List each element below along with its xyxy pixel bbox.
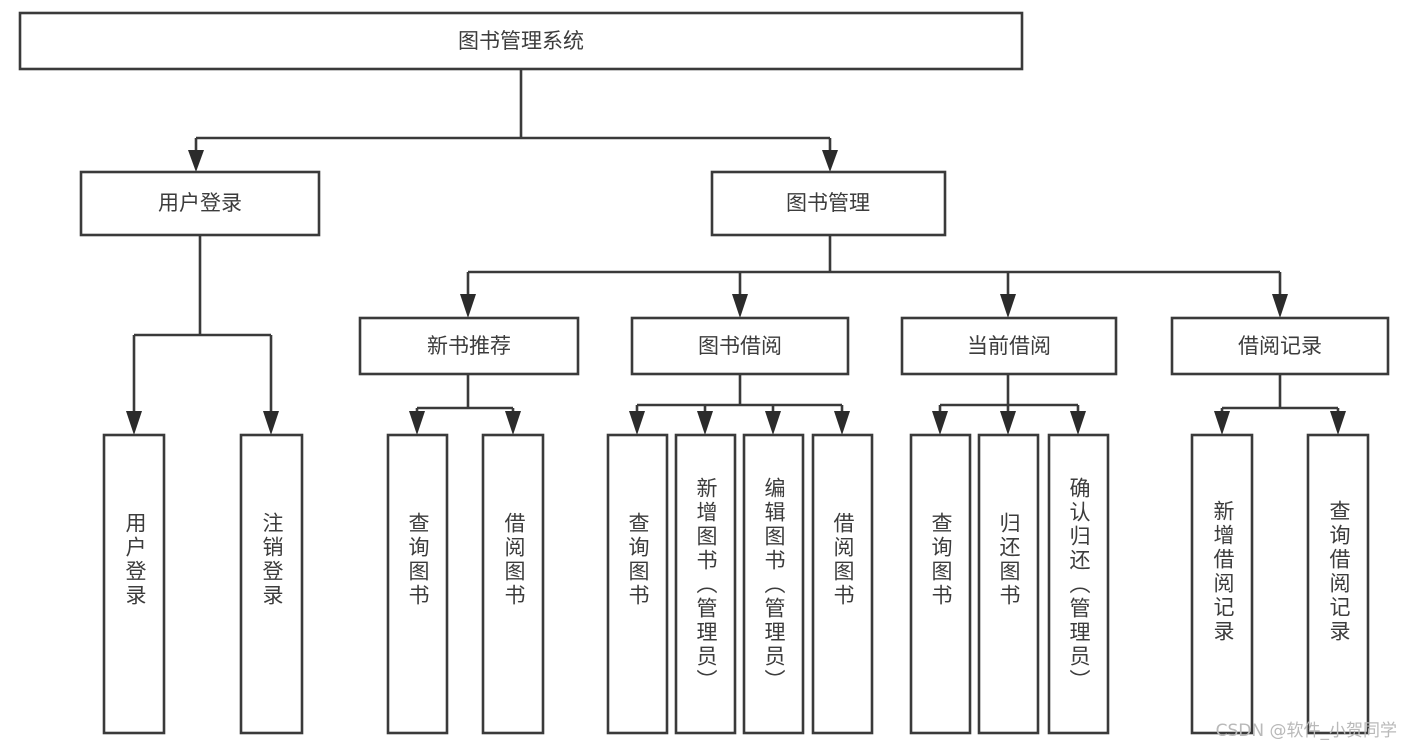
leaf-node-records-add-box[interactable]	[1190, 433, 1254, 735]
arrow-icon-leaf-user-login	[126, 411, 142, 435]
arrow-icon-leaf-bookborrow-1	[629, 411, 645, 435]
arrow-icon-leaf-currentborrow-3	[1070, 411, 1086, 435]
node-new-book-recommend-label: 新书推荐	[427, 334, 511, 358]
node-current-borrow-box[interactable]	[900, 316, 1118, 376]
arrow-icon-to-borrow-records	[1272, 294, 1288, 318]
leaf-node-records-add-label: 新增借阅记录	[1211, 500, 1235, 644]
arrow-icon-leaf-bookborrow-2	[697, 411, 713, 435]
node-book-borrow-box[interactable]	[630, 316, 850, 376]
node-book-borrow-label: 图书借阅	[698, 334, 782, 358]
leaf-node-borrow-add-book-box[interactable]	[674, 433, 737, 735]
leaf-node-current-confirm-return-label: 确认归还（管理员）	[1067, 477, 1091, 693]
arrow-icon-leaf-logout	[263, 411, 279, 435]
node-root-system-box[interactable]	[18, 11, 1024, 71]
node-user-login[interactable]: 用户登录	[79, 170, 321, 237]
connector-group-root-to-level2	[188, 69, 838, 172]
leaf-node-borrow-edit-book-box[interactable]	[742, 433, 805, 735]
node-book-manage[interactable]: 图书管理	[710, 170, 947, 237]
arrow-icon-to-book-manage	[822, 150, 838, 172]
node-user-login-label: 用户登录	[158, 191, 242, 215]
leaf-node-logout-label: 注销登录	[260, 512, 284, 608]
leaf-node-current-return-book-label: 归还图书	[997, 512, 1021, 608]
connector-group-currentborrow-to-leaves	[932, 374, 1086, 435]
leaf-node-newbook-query-book-box[interactable]	[386, 433, 449, 735]
leaf-node-current-confirm-return[interactable]: 确认归还（管理员）	[1047, 433, 1110, 735]
leaf-node-newbook-borrow-book[interactable]: 借阅图书	[481, 433, 545, 735]
leaf-node-current-query-book[interactable]: 查询图书	[909, 433, 972, 735]
leaf-node-borrow-add-book[interactable]: 新增图书（管理员）	[674, 433, 737, 735]
leaf-node-current-return-book[interactable]: 归还图书	[977, 433, 1040, 735]
leaf-node-current-query-book-box[interactable]	[909, 433, 972, 735]
leaf-node-newbook-query-book-label: 查询图书	[406, 512, 430, 608]
node-new-book-recommend[interactable]: 新书推荐	[358, 316, 580, 376]
node-borrow-records-box[interactable]	[1170, 316, 1390, 376]
leaf-node-current-query-book-label: 查询图书	[929, 512, 953, 608]
arrow-icon-leaf-bookborrow-4	[834, 411, 850, 435]
leaf-node-borrow-edit-book[interactable]: 编辑图书（管理员）	[742, 433, 805, 735]
leaf-node-logout-box[interactable]	[239, 433, 304, 735]
leaf-node-newbook-borrow-book-box[interactable]	[481, 433, 545, 735]
connector-group-userlogin-to-leaves	[126, 235, 279, 435]
node-root-system[interactable]: 图书管理系统	[18, 11, 1024, 71]
leaf-node-borrow-borrow-book[interactable]: 借阅图书	[811, 433, 874, 735]
connector-group-bookborrow-to-leaves	[629, 374, 850, 435]
arrow-icon-leaf-newbook-1	[409, 411, 425, 435]
leaf-node-current-confirm-return-box[interactable]	[1047, 433, 1110, 735]
leaf-node-borrow-edit-book-label: 编辑图书（管理员）	[762, 477, 786, 693]
leaf-node-borrow-borrow-book-label: 借阅图书	[831, 512, 855, 608]
leaf-node-user-login-box[interactable]	[102, 433, 166, 735]
leaf-node-newbook-borrow-book-label: 借阅图书	[502, 512, 526, 608]
node-book-manage-box[interactable]	[710, 170, 947, 237]
arrow-icon-to-new-book	[460, 294, 476, 318]
node-user-login-box[interactable]	[79, 170, 321, 237]
leaf-node-user-login-label: 用户登录	[123, 512, 147, 608]
leaf-node-records-query-label: 查询借阅记录	[1327, 500, 1351, 644]
leaf-node-logout[interactable]: 注销登录	[239, 433, 304, 735]
leaf-node-user-login[interactable]: 用户登录	[102, 433, 166, 735]
leaf-node-current-return-book-box[interactable]	[977, 433, 1040, 735]
leaf-node-records-add[interactable]: 新增借阅记录	[1190, 433, 1254, 735]
arrow-icon-to-current-borrow	[1000, 294, 1016, 318]
leaf-node-borrow-query-book[interactable]: 查询图书	[606, 433, 669, 735]
leaf-node-borrow-borrow-book-box[interactable]	[811, 433, 874, 735]
node-borrow-records-label: 借阅记录	[1238, 334, 1322, 358]
arrow-icon-to-user-login	[188, 150, 204, 172]
leaf-node-records-query[interactable]: 查询借阅记录	[1306, 433, 1370, 735]
arrow-icon-leaf-currentborrow-1	[932, 411, 948, 435]
node-current-borrow[interactable]: 当前借阅	[900, 316, 1118, 376]
node-new-book-recommend-box[interactable]	[358, 316, 580, 376]
node-current-borrow-label: 当前借阅	[967, 334, 1051, 358]
leaf-node-borrow-add-book-label: 新增图书（管理员）	[694, 477, 718, 693]
leaf-node-borrow-query-book-label: 查询图书	[626, 512, 650, 608]
node-book-borrow[interactable]: 图书借阅	[630, 316, 850, 376]
arrow-icon-leaf-currentborrow-2	[1000, 411, 1016, 435]
leaf-node-borrow-query-book-box[interactable]	[606, 433, 669, 735]
arrow-icon-to-book-borrow	[732, 294, 748, 318]
node-borrow-records[interactable]: 借阅记录	[1170, 316, 1390, 376]
leaf-node-newbook-query-book[interactable]: 查询图书	[386, 433, 449, 735]
arrow-icon-leaf-borrowrecords-2	[1330, 411, 1346, 435]
connector-group-bookmanage-to-level3	[460, 235, 1288, 318]
arrow-icon-leaf-newbook-2	[505, 411, 521, 435]
arrow-icon-leaf-bookborrow-3	[765, 411, 781, 435]
leaf-node-records-query-box[interactable]	[1306, 433, 1370, 735]
node-book-manage-label: 图书管理	[786, 191, 870, 215]
arrow-icon-leaf-borrowrecords-1	[1214, 411, 1230, 435]
connector-group-borrowrecords-to-leaves	[1214, 374, 1346, 435]
connector-group-newbook-to-leaves	[409, 374, 521, 435]
node-root-system-label: 图书管理系统	[458, 29, 584, 53]
